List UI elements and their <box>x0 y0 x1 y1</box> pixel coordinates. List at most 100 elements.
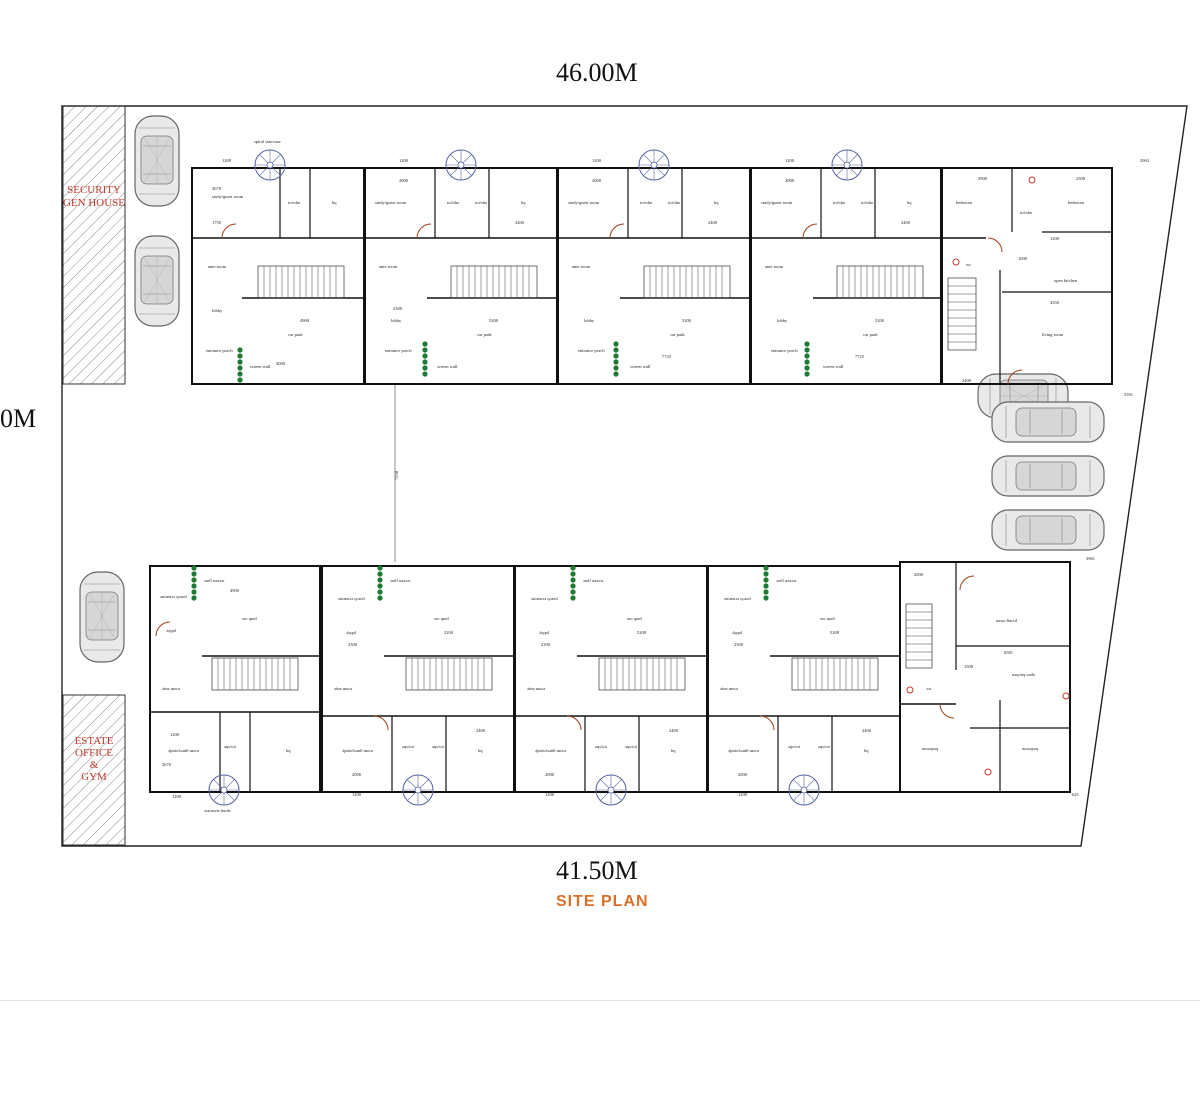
room-label: screen wall <box>437 364 458 369</box>
dimension-label: 2300 <box>734 642 744 647</box>
room-label: entrance porch <box>206 348 233 353</box>
left-dimension-label: 0M <box>0 404 37 433</box>
room-label: lobby <box>212 308 223 313</box>
room-label: ʍɐll uǝǝɹɔs <box>583 578 604 583</box>
dimension-label: 2400 <box>708 220 718 225</box>
room-label: study/guest room <box>375 200 407 205</box>
room-label: bq <box>864 748 869 753</box>
dimension-label: 2500 <box>1076 176 1086 181</box>
room-label: ɹɐɔ ʞɹɐd <box>820 616 835 621</box>
car-icon <box>134 235 180 327</box>
room-label: ante room <box>765 264 784 269</box>
room-label: ʎpnʇs/ʇsǝnƃ ɯooɹ <box>728 748 760 753</box>
room-label: ʎqqol <box>166 628 177 633</box>
security-gen-house-block <box>62 105 126 385</box>
room-label: ante room <box>572 264 591 269</box>
room-label: car park <box>863 332 878 337</box>
dimension-label: 4350 <box>1050 300 1060 305</box>
room-label: bq <box>907 200 912 205</box>
room-label: ʎpnʇs/ʇsǝnƃ ɯooɹ <box>168 748 200 753</box>
room-label: bq <box>332 200 337 205</box>
dimension-label: 2300 <box>393 306 403 311</box>
room-label: living room <box>1042 332 1064 337</box>
north-unit-4: study/guest room toi/sho toi/sho bq ante… <box>750 149 942 385</box>
north-end-unit: bedroom bedroom toi/sho wc open kitchen … <box>941 158 1150 397</box>
dimension-label: 6581 <box>1004 650 1013 655</box>
room-label: toi/sho <box>833 200 846 205</box>
room-label: ǝɥs/ıoʇ <box>818 744 831 749</box>
top-dimension-label: 46.00M <box>556 58 638 87</box>
room-label: car park <box>477 332 492 337</box>
dimension-label: 2000 <box>545 772 555 777</box>
room-label: toi/sho <box>447 200 460 205</box>
room-label: ǝɥs/ıoʇ <box>595 744 608 749</box>
dimension-label: 2400 <box>901 220 911 225</box>
dimension-label: 4900 <box>300 318 310 323</box>
room-label: ǝɥs/ıoʇ <box>625 744 638 749</box>
estate-label-2: OFFICE <box>75 747 113 759</box>
dimension-label: 4000 <box>276 361 286 366</box>
room-label: toi/sho <box>1020 210 1033 215</box>
dimension-label: 2670 <box>162 762 172 767</box>
dimension-label: 1750 <box>212 220 222 225</box>
dimension-label: 2000 <box>914 572 924 577</box>
estate-office-gym-block <box>62 694 126 846</box>
dimension-label: 1200 <box>785 158 795 163</box>
dimension-label: 1200 <box>170 732 180 737</box>
room-label: ʍɐll uǝǝɹɔs <box>390 578 411 583</box>
room-label: ɯooɹ ƃuıʌıl <box>996 618 1018 623</box>
room-label: ǝuʇɹɐuɔǝ ɥɔɹod <box>338 596 365 601</box>
center-dimension: 7250 <box>394 470 399 480</box>
room-label: lobby <box>391 318 402 323</box>
site-boundary <box>61 105 1188 847</box>
room-label: ɹɐɔ ʞɹɐd <box>627 616 642 621</box>
dimension-label: 2900 <box>978 176 988 181</box>
dimension-label: 2000 <box>352 772 362 777</box>
north-unit-3: study/guest room toi/sho toi/sho bq ante… <box>557 149 751 385</box>
dimension-label: 2400 <box>476 728 486 733</box>
bottom-dimension-label: 41.50M <box>556 856 638 885</box>
room-label: ǝuʇɹɐuɔǝ ɥɔɹod <box>724 596 751 601</box>
room-label: lobby <box>777 318 788 323</box>
room-label: bq <box>671 748 676 753</box>
dimension-label: 2963 <box>1140 158 1150 163</box>
room-label: screen wall <box>823 364 844 369</box>
dimension-label: 1200 <box>172 794 182 799</box>
plan-caption: SITE PLAN <box>556 893 649 910</box>
dimension-label: 2400 <box>515 220 525 225</box>
north-row-units: study/guest room spiral staircase toi/sh… <box>191 139 1150 397</box>
room-label: toi/sho <box>640 200 653 205</box>
room-label: bedroom <box>1068 200 1084 205</box>
dimension-label: 1200 <box>222 158 232 163</box>
south-unit-4: ɹɐɔ ʞɹɐd ǝuʇɹɐuɔǝ ɥɔɹod ʍɐll uǝǝɹɔs ʎqqo… <box>707 565 901 806</box>
estate-label-4: GYM <box>81 771 107 783</box>
dimension-label: 2000 <box>399 178 409 183</box>
estate-label-3: & <box>90 759 99 771</box>
room-label: bq <box>478 748 483 753</box>
room-label: toi/sho <box>475 200 488 205</box>
dimension-label: 1200 <box>399 158 409 163</box>
room-label: ǝʇuɐ ɯooɹ <box>162 686 181 691</box>
room-label: car park <box>670 332 685 337</box>
room-label: spiral staircase <box>254 139 281 144</box>
room-label: bedroom <box>956 200 972 205</box>
room-label: screen wall <box>250 364 271 369</box>
dimension-label: 1000 <box>1018 256 1028 261</box>
estate-label-1: ESTATE <box>75 735 114 747</box>
car-icon <box>991 455 1105 497</box>
north-unit-1: study/guest room spiral staircase toi/sh… <box>191 139 365 385</box>
room-label: ɹɐɔ ʞɹɐd <box>242 616 257 621</box>
room-label: ɯooɹpǝq <box>1022 746 1039 751</box>
room-label: toi/sho <box>668 200 681 205</box>
dimension-label: 2300 <box>348 642 358 647</box>
south-row-units: ɹɐɔ ʞɹɐd ǝuʇɹɐuɔǝ ɥɔɹod ʍɐll uǝǝɹɔs ʎqqo… <box>149 556 1095 813</box>
room-label: ǝuʇɹɐuɔǝ ɥɔɹod <box>160 594 187 599</box>
room-label: bq <box>286 748 291 753</box>
dimension-label: 2000 <box>592 178 602 183</box>
car-icon <box>79 571 125 663</box>
car-icon <box>991 401 1105 443</box>
room-label: ǝuʇɹɐuɔǝ ɥɔɹod <box>531 596 558 601</box>
dimension-label: 1200 <box>592 158 602 163</box>
dimension-label: 2400 <box>962 378 972 383</box>
